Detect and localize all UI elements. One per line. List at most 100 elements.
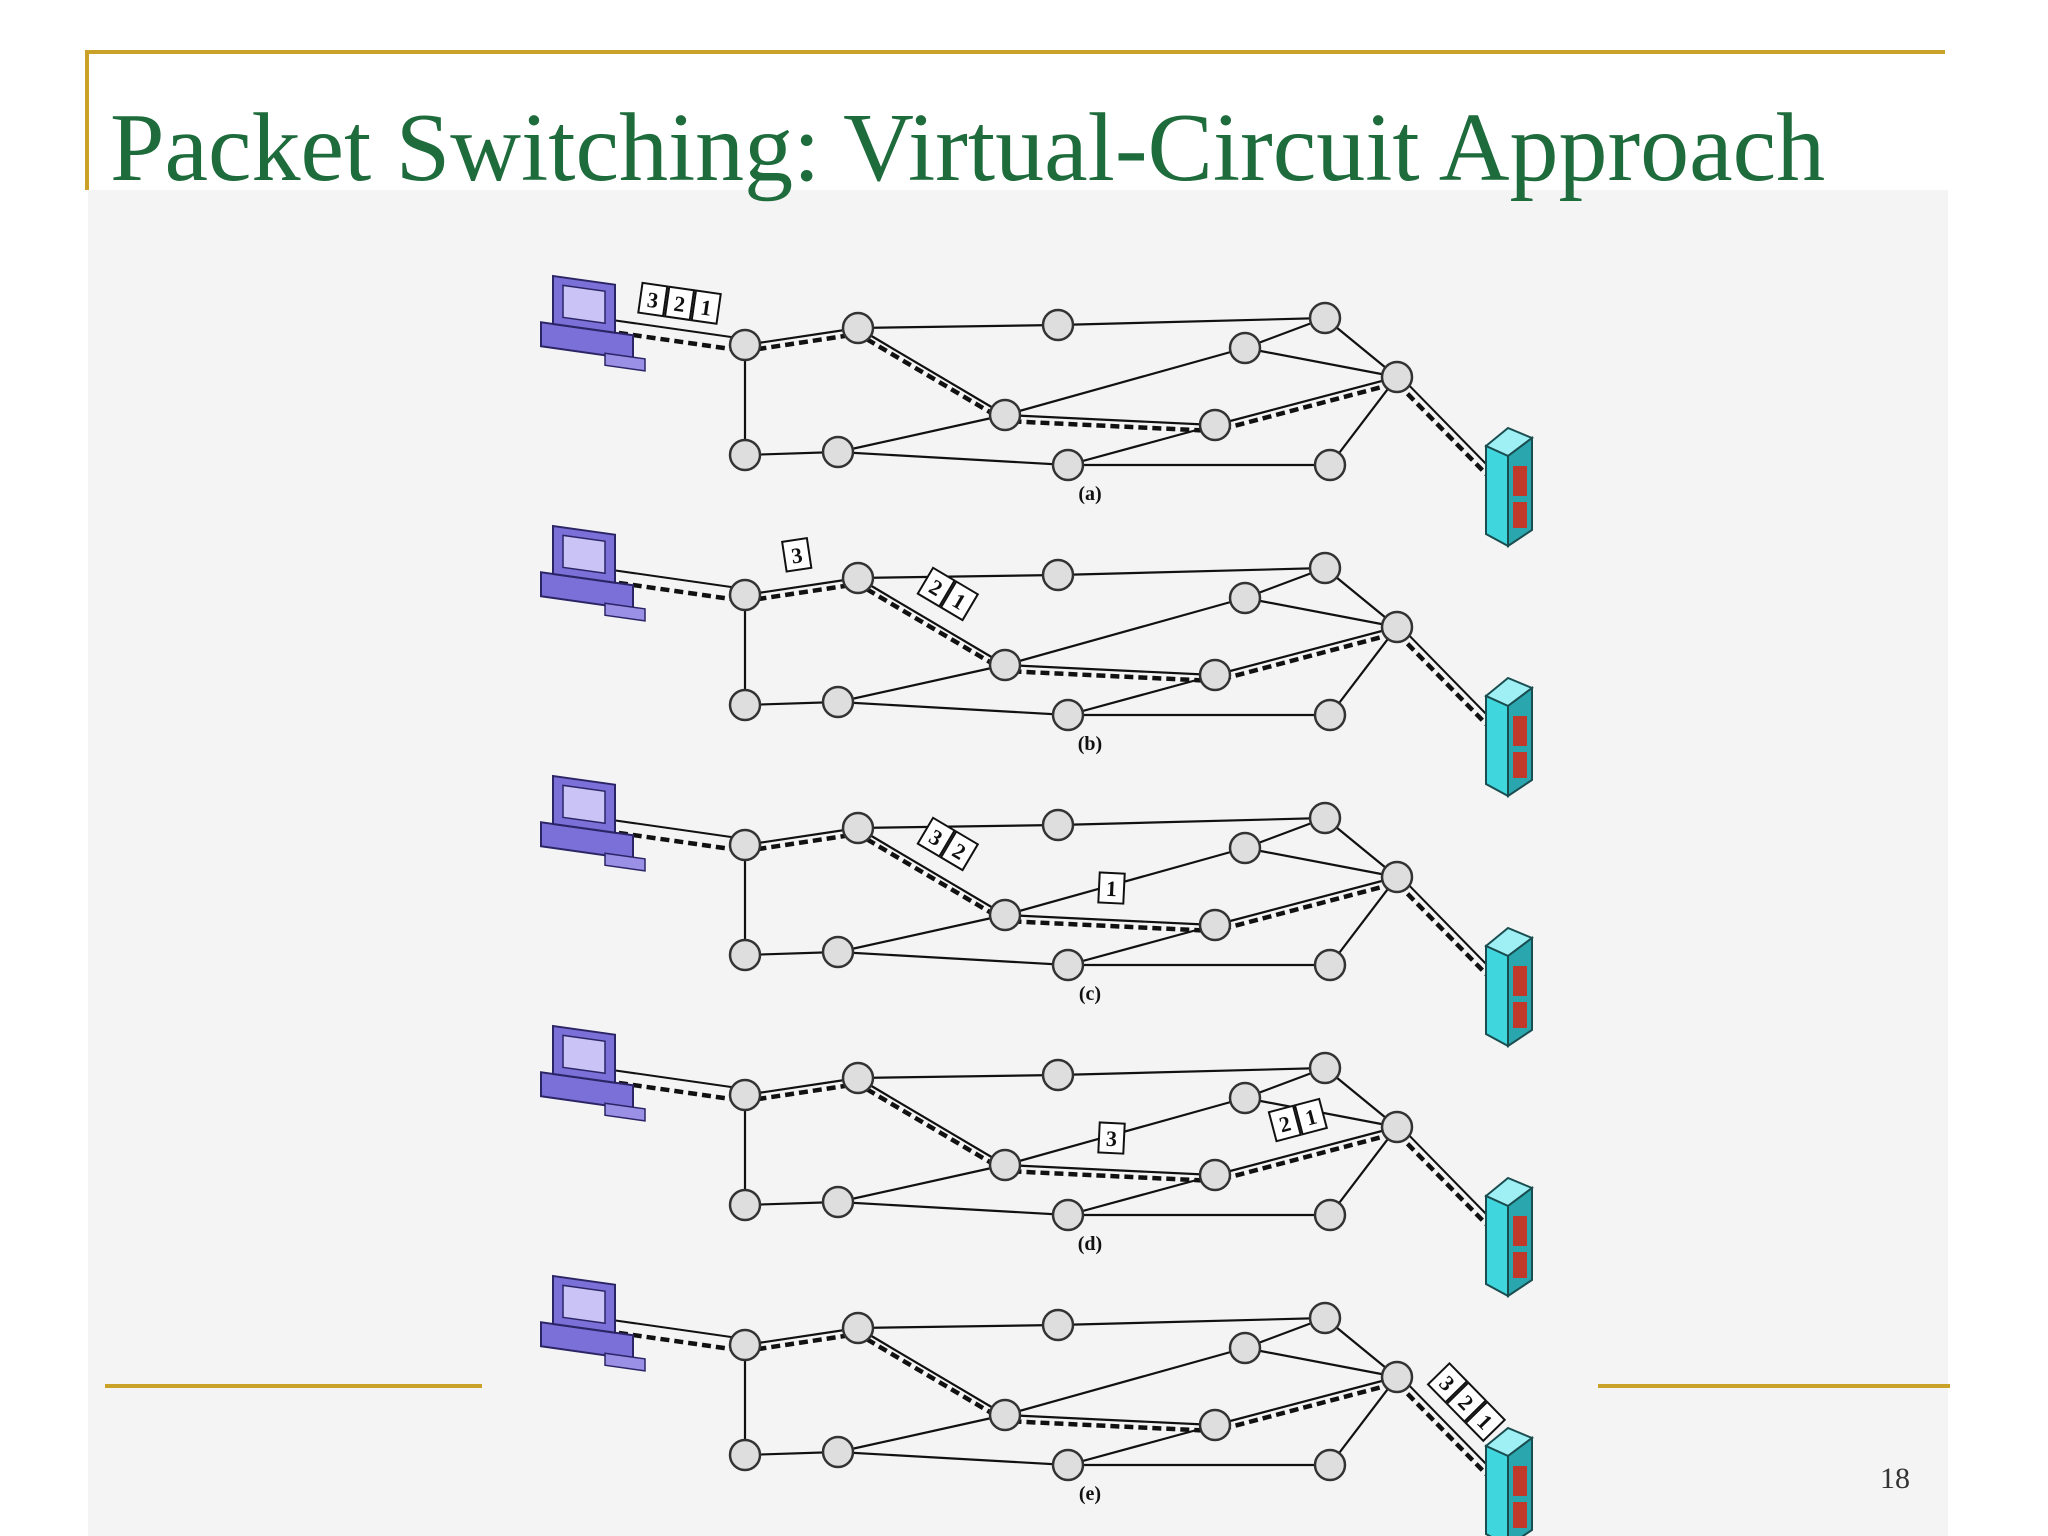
access-link [1396,872,1491,969]
packet-label: 1 [1105,876,1117,901]
packet-box [1445,1381,1488,1423]
switching-node [728,1188,762,1222]
switching-node [1308,1301,1342,1335]
switching-node [1313,1448,1347,1482]
network-link [1057,1066,1326,1077]
server-icon [1484,676,1534,798]
packet-box [663,285,696,322]
switching-node [1380,610,1414,644]
packet-group: 321 [1426,1361,1507,1443]
packet-box [1097,1121,1126,1155]
computer-icon [540,774,646,872]
network-link [857,323,1059,330]
switching-node [1228,331,1262,365]
switching-node [841,811,875,845]
network-link [1057,816,1326,827]
network-link [837,663,1006,704]
switching-node [1308,301,1342,335]
switching-node [1041,808,1075,842]
network-link [837,950,1069,967]
computer-icon [540,1024,646,1122]
network-link [744,826,859,847]
switching-node [728,1328,762,1362]
computer-icon [540,274,646,372]
switching-node [841,1311,875,1345]
switching-node [728,328,762,362]
network-link [1214,1375,1398,1427]
network-link [1067,923,1216,967]
network-link [1004,663,1216,677]
panel-label: (b) [1078,733,1102,755]
network-link [837,1450,1069,1467]
panel-label: (e) [1079,1483,1101,1505]
network-link [744,1076,859,1097]
network-link [1057,566,1326,577]
packet-group: 32 [916,816,980,872]
network-link [1329,376,1398,466]
network-link [837,450,1069,467]
network-link [857,1073,1059,1080]
switching-node [1313,698,1347,732]
network-link [1329,876,1398,966]
packet-group: 3 [1097,1121,1126,1155]
access-link [1396,1122,1491,1219]
switching-node [1198,1408,1232,1442]
computer-icon [540,524,646,622]
switching-node [821,435,855,469]
packet-box [637,281,669,318]
packet-label: 1 [699,294,713,320]
packet-box [916,816,956,858]
network-link [1244,1346,1398,1379]
packet-box [781,537,813,573]
network-link [837,1200,1069,1217]
switching-node [821,935,855,969]
switching-node [1051,1198,1085,1232]
switching-node [988,398,1022,432]
network-link [837,413,1006,454]
network-link [1214,1125,1398,1177]
packet-box [939,580,980,622]
switching-node [1313,448,1347,482]
switching-node [1380,1360,1414,1394]
switching-node [1228,1331,1262,1365]
server-icon [1484,926,1534,1048]
packet-group: 1 [1097,871,1126,905]
switching-node [728,1438,762,1472]
network-link [744,576,859,597]
bottom-rule-right [1598,1384,1950,1388]
switching-node [1198,658,1232,692]
network-link [1067,423,1216,467]
packet-group: 3 [781,537,813,573]
switching-node [1041,1308,1075,1342]
switching-node [1041,308,1075,342]
switching-node [1198,408,1232,442]
network-panel: 32 1 (c) [540,774,1534,1048]
switching-node [1313,948,1347,982]
network-link [837,913,1006,954]
switching-node [1041,1058,1075,1092]
network-link [1329,1376,1398,1466]
network-link [1004,596,1246,667]
packet-box [916,566,956,608]
network-link [1057,316,1326,327]
top-rule [85,50,1945,54]
access-link [1396,622,1491,719]
switching-node [1198,908,1232,942]
server-icon [1484,1426,1534,1536]
network-link [1067,673,1216,717]
network-link [837,700,1069,717]
network-link [857,577,1006,666]
packet-label: 3 [790,542,805,568]
panel-label: (c) [1079,983,1101,1005]
network-link [857,573,1059,580]
switching-node [841,561,875,595]
access-link [604,318,746,340]
panel-label: (d) [1078,1233,1102,1255]
network-link [744,1326,859,1347]
network-link [1067,1173,1216,1217]
packet-label: 2 [672,291,686,317]
